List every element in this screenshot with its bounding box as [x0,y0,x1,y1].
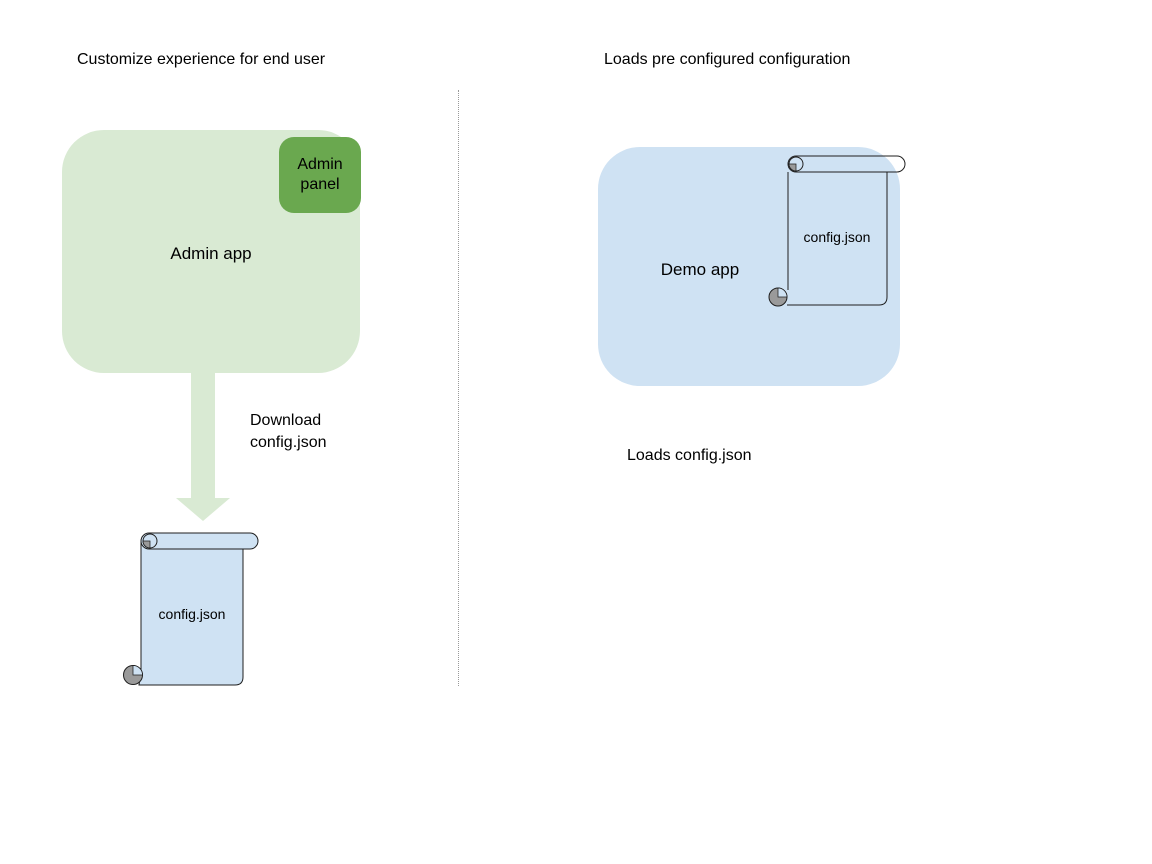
left-section-title: Customize experience for end user [77,51,326,68]
config-file-label: config.json [803,229,871,245]
admin-panel-box: Admin panel [279,137,361,213]
loads-config-caption: Loads config.json [627,447,752,464]
download-arrow [176,373,230,521]
section-divider [458,90,459,686]
demo-app-box [598,147,900,386]
config-file-label: config.json [158,606,226,622]
config-scroll-shape [768,155,906,307]
admin-panel-label: Admin panel [297,156,343,193]
admin-app-label: Admin app [170,244,252,263]
download-caption: Download config.json [250,412,327,451]
config-scroll-shape [123,532,259,686]
right-section-title: Loads pre configured configuration [604,51,851,68]
demo-app-label: Demo app [660,260,740,279]
